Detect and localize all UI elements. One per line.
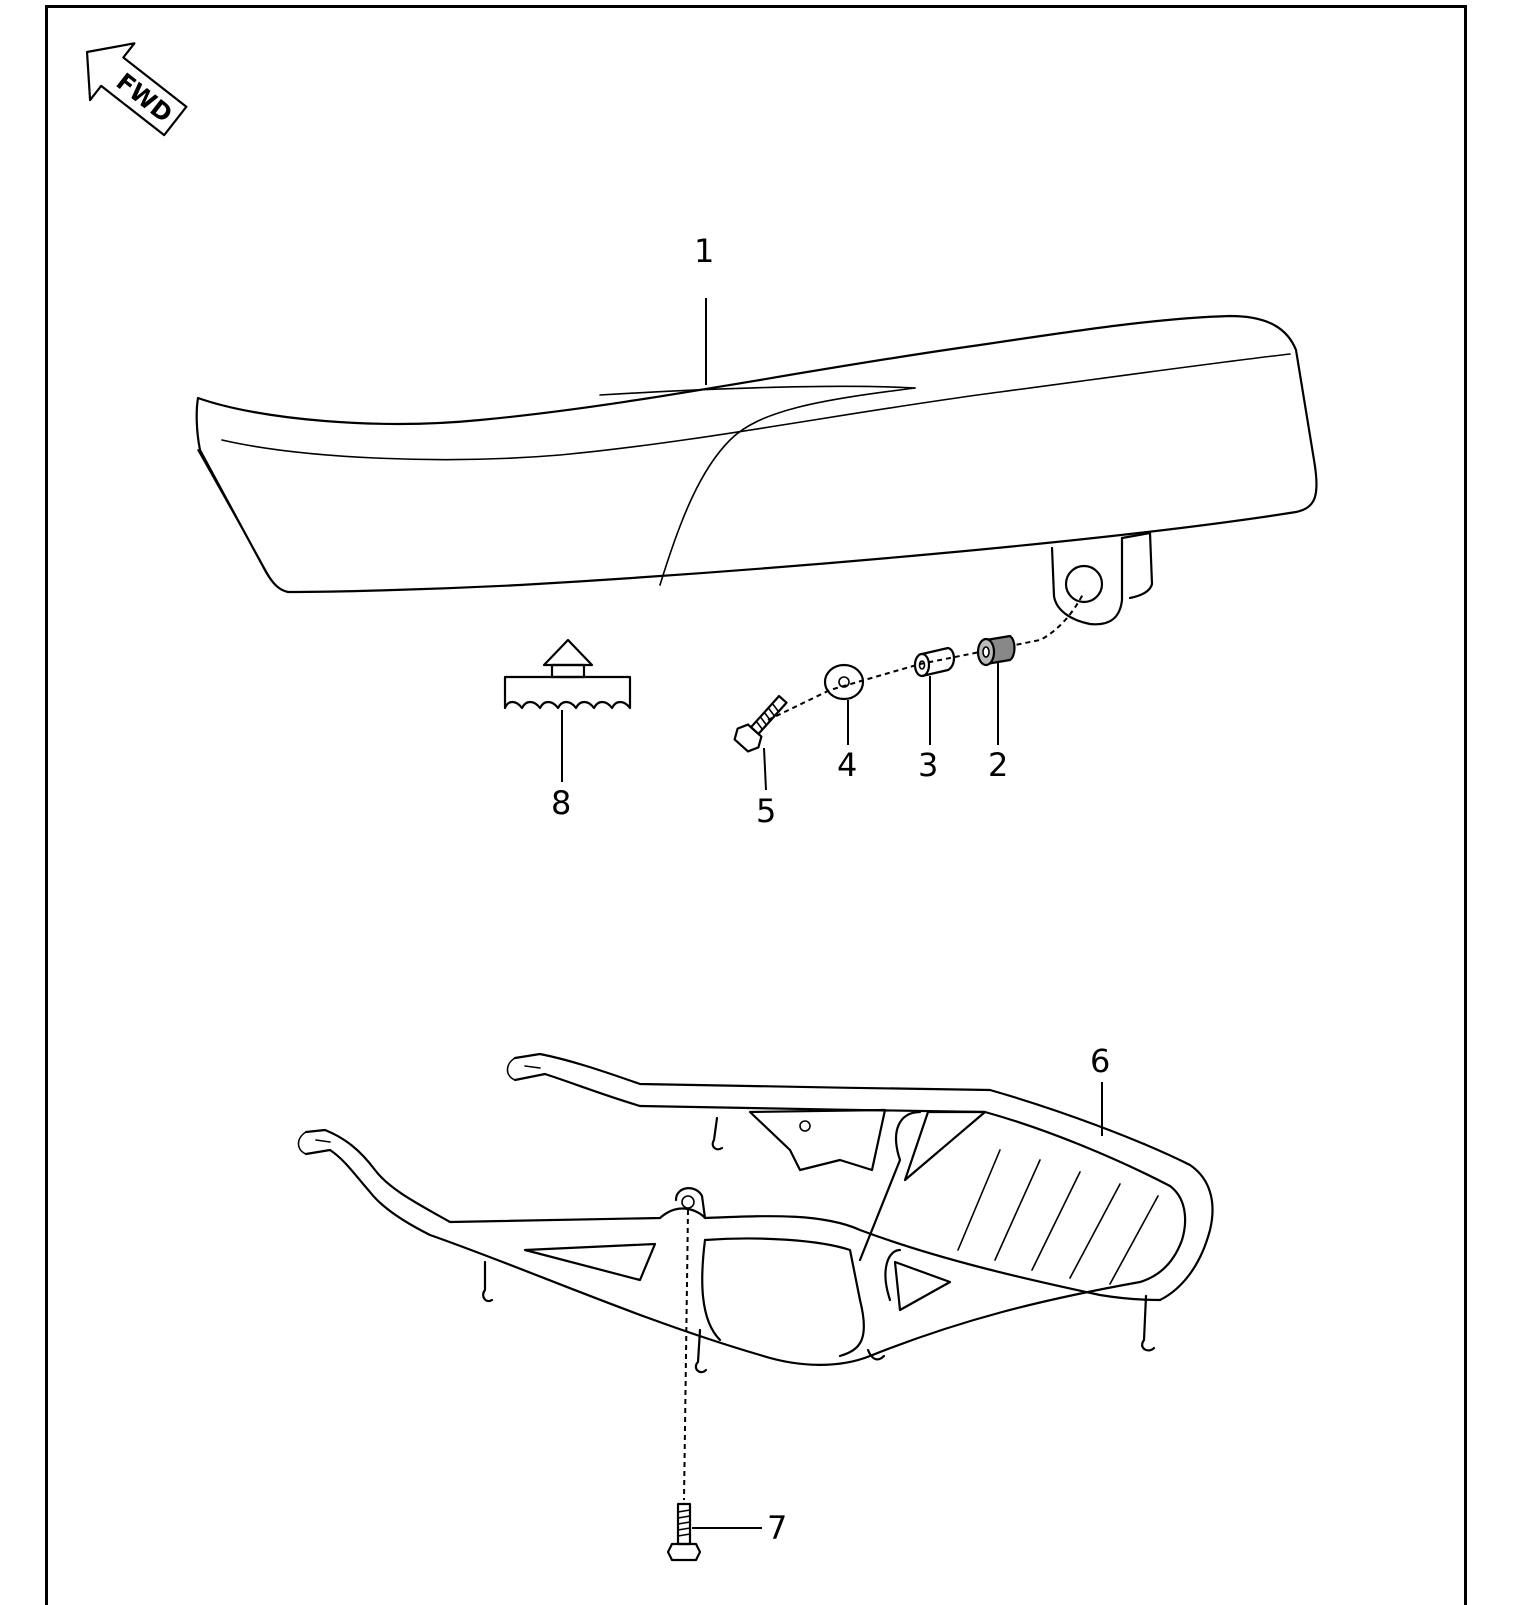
washer-part-4 <box>823 663 865 701</box>
assembly-path-frame <box>683 1209 689 1501</box>
seat-part-1 <box>195 314 1318 626</box>
callout-7: 7 <box>767 1509 787 1547</box>
callout-3: 3 <box>918 746 938 784</box>
diagram-frame <box>45 5 1467 1605</box>
leader-line-5 <box>763 747 767 791</box>
bolt-part-7 <box>666 1502 702 1562</box>
callout-6: 6 <box>1090 1042 1110 1080</box>
callout-4: 4 <box>837 746 857 784</box>
rubber-bushing-part-2 <box>976 634 1016 667</box>
rubber-damper-part-8 <box>503 638 632 710</box>
fwd-arrow-icon: FWD <box>85 42 188 137</box>
spacer-collar-part-3 <box>913 646 956 678</box>
callout-5: 5 <box>756 792 776 830</box>
rear-frame-part-6 <box>297 1052 1214 1374</box>
callout-1: 1 <box>694 232 714 270</box>
callout-8: 8 <box>551 784 571 822</box>
bolt-part-5 <box>733 694 788 753</box>
callout-2: 2 <box>988 746 1008 784</box>
